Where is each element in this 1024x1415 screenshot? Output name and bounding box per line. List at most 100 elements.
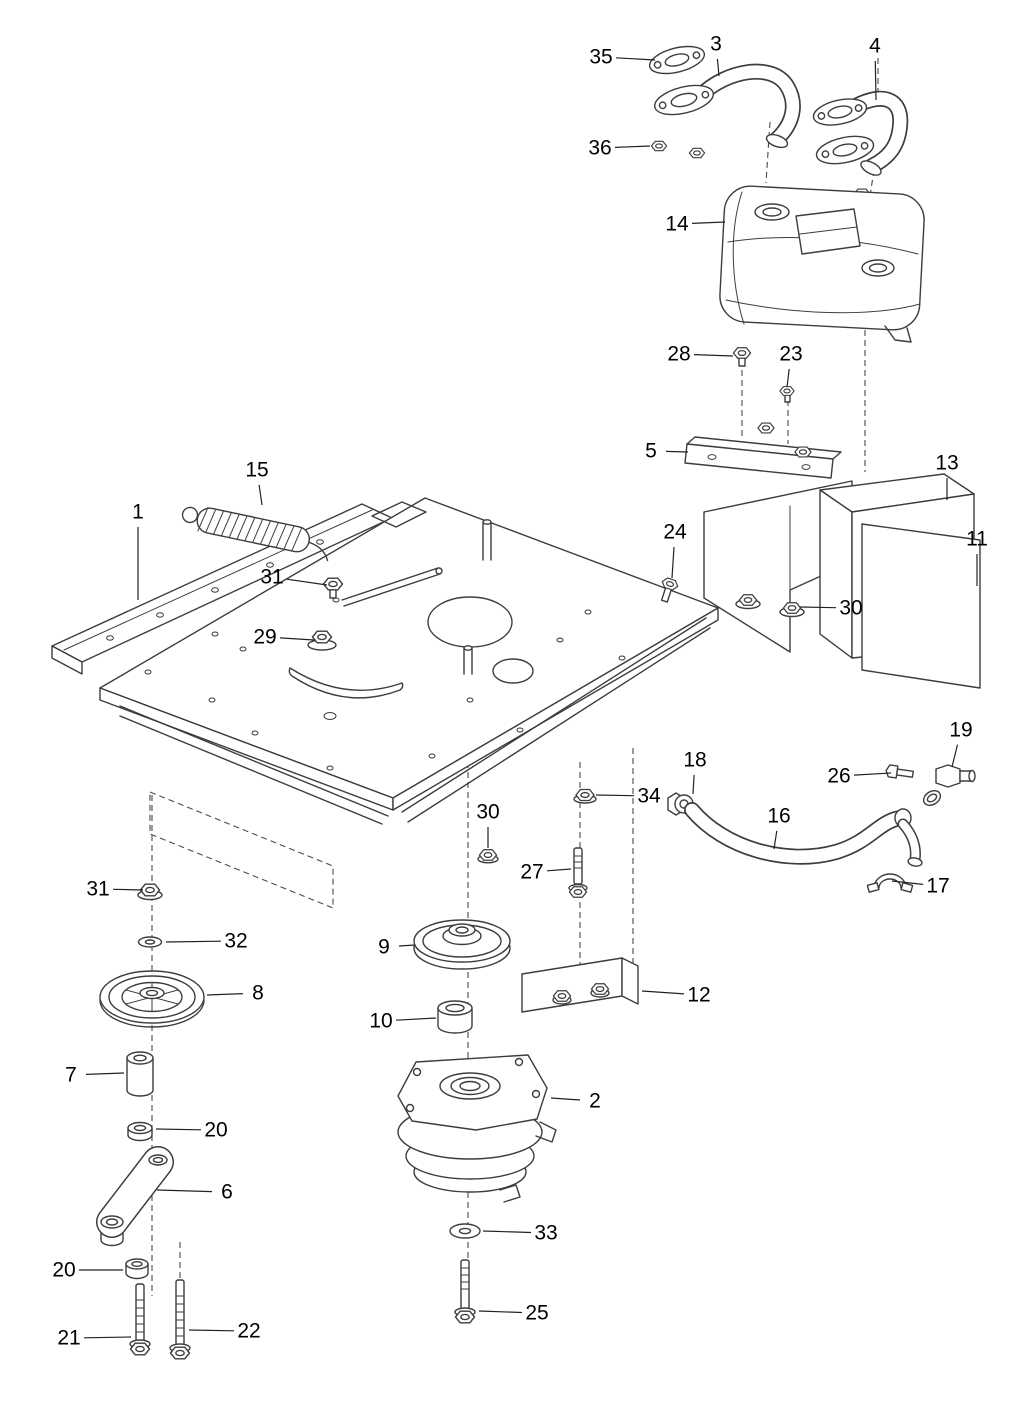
part-gasket-4-upper <box>812 98 868 126</box>
leader-line-12 <box>641 990 685 995</box>
part-bolt-27 <box>568 847 588 898</box>
callout-6: 6 <box>221 1180 233 1204</box>
leader-line-32 <box>165 940 222 943</box>
leader-layer <box>79 57 978 1339</box>
callout-24: 24 <box>663 520 687 544</box>
part-bolt-24 <box>660 576 680 603</box>
hose-assembly <box>477 764 976 898</box>
leader-line-19 <box>951 744 959 768</box>
callout-30: 30 <box>476 800 500 824</box>
leader-line-15 <box>258 484 263 506</box>
callout-29: 29 <box>253 625 277 649</box>
leader-line-30 <box>799 606 837 609</box>
part-fitting-19 <box>935 764 976 788</box>
part-washer-33 <box>449 1223 481 1239</box>
leader-line-20 <box>155 1128 202 1131</box>
callout-19: 19 <box>949 718 973 742</box>
part-bolt-31-top <box>322 567 443 607</box>
leader-line-33 <box>482 1230 532 1234</box>
callout-28: 28 <box>667 342 691 366</box>
part-nut-30-mid <box>477 849 499 864</box>
leader-line-5 <box>665 450 689 453</box>
leader-line-22 <box>188 1329 235 1332</box>
callout-31: 31 <box>260 565 284 589</box>
callout-8: 8 <box>252 981 264 1005</box>
support-stud-nut-a <box>757 422 775 434</box>
leader-line-27 <box>546 868 572 872</box>
part-support-plate <box>703 422 853 653</box>
leader-line-21 <box>83 1336 132 1339</box>
callout-7: 7 <box>65 1063 77 1087</box>
callout-36: 36 <box>588 136 612 160</box>
leader-line-34 <box>595 794 635 797</box>
part-pulley-8 <box>99 970 205 1028</box>
leader-line-24 <box>671 546 675 579</box>
part-muffler <box>719 185 925 343</box>
leader-line-26 <box>853 772 892 776</box>
part-nut-34 <box>573 788 597 804</box>
callout-31: 31 <box>86 877 110 901</box>
callout-21: 21 <box>57 1326 81 1350</box>
leader-line-4 <box>874 60 877 101</box>
callout-16: 16 <box>767 804 791 828</box>
leader-line-17 <box>891 880 924 885</box>
part-tank-bracket <box>819 473 981 689</box>
callout-12: 12 <box>687 983 711 1007</box>
callout-4: 4 <box>869 34 881 58</box>
plate-holes <box>144 597 626 771</box>
leader-line-3 <box>716 58 720 77</box>
part-nut-30-b <box>782 602 802 614</box>
part-bushing-20-lower <box>125 1258 149 1280</box>
leader-line-16 <box>773 830 778 850</box>
callout-35: 35 <box>589 45 613 69</box>
leader-line-14 <box>691 221 726 224</box>
part-bolt-25 <box>454 1259 476 1324</box>
callout-26: 26 <box>827 764 851 788</box>
callout-3: 3 <box>710 32 722 56</box>
part-screw-23 <box>779 386 795 403</box>
callout-18: 18 <box>683 748 707 772</box>
leader-line-8 <box>206 993 244 996</box>
leader-line-10 <box>395 1017 437 1021</box>
support-stud-nut-b <box>794 446 812 458</box>
leader-line-31 <box>286 578 328 586</box>
leader-line-18 <box>692 774 695 795</box>
leader-line-2 <box>550 1097 581 1101</box>
part-idler-arm-6 <box>96 1146 174 1247</box>
part-nut-30-a <box>738 594 758 606</box>
leader-line-29 <box>279 637 315 641</box>
callout-10: 10 <box>369 1009 393 1033</box>
part-gasket-4-lower <box>815 135 875 165</box>
callout-32: 32 <box>224 929 248 953</box>
leader-line-6 <box>156 1189 213 1193</box>
part-washer-32 <box>137 936 163 948</box>
part-bracket-5 <box>684 436 842 479</box>
part-bolt-28 <box>732 347 752 367</box>
pipe3-flange <box>654 84 714 116</box>
callout-30: 30 <box>839 596 863 620</box>
callout-25: 25 <box>525 1301 549 1325</box>
part-spacer-10 <box>437 1000 473 1034</box>
leader-line-23 <box>786 368 790 388</box>
exhaust-pipes <box>648 45 909 200</box>
leader-line-9 <box>398 944 416 947</box>
callout-33: 33 <box>534 1221 558 1245</box>
part-spring <box>181 506 329 562</box>
part-nut-36 <box>650 140 668 152</box>
leader-line-28 <box>693 354 734 357</box>
part-spacer-7 <box>126 1051 154 1097</box>
part-bolt-21 <box>129 1283 151 1356</box>
part-nut-29 <box>307 630 337 720</box>
leader-line-35 <box>615 57 656 61</box>
leader-line-31 <box>112 888 144 891</box>
callout-20: 20 <box>52 1258 76 1282</box>
part-oring-19 <box>922 790 942 806</box>
callout-9: 9 <box>378 935 390 959</box>
part-clutch-2 <box>397 1054 557 1203</box>
leader-line-7 <box>85 1072 125 1075</box>
part-bolt-22 <box>169 1279 191 1360</box>
callout-34: 34 <box>637 784 661 808</box>
callout-13: 13 <box>935 451 959 475</box>
